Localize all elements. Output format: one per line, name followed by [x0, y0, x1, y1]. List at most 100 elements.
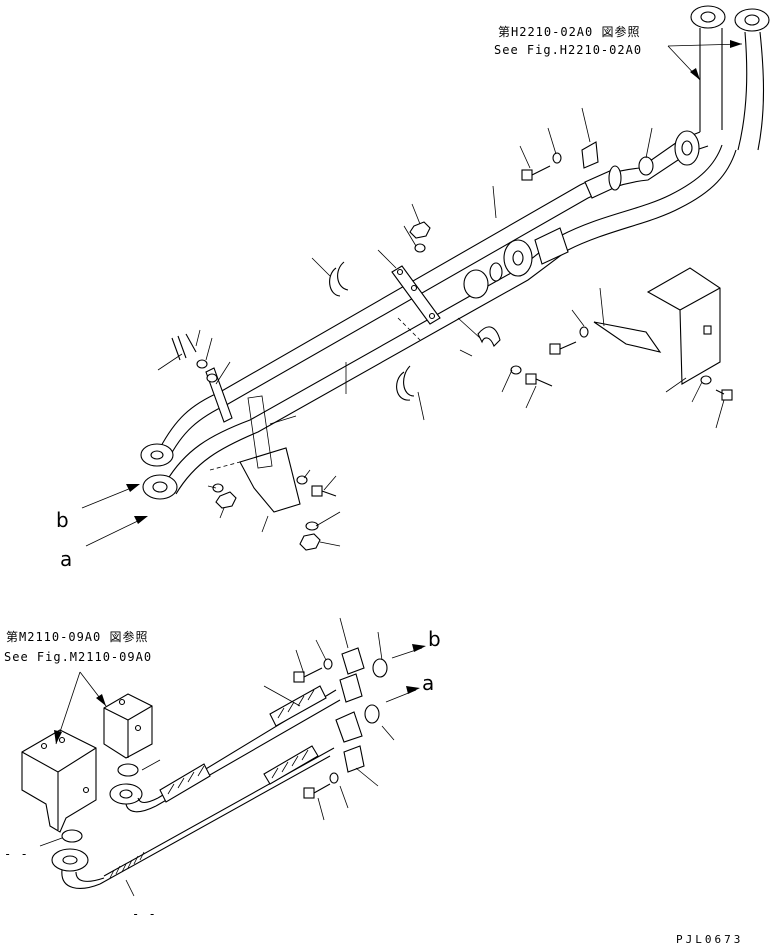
flange-mid-bore — [512, 250, 524, 266]
dash-mark-left: - - — [4, 847, 29, 861]
bolt-top — [521, 165, 551, 181]
joint-flange-upper-bore — [681, 140, 693, 156]
hidden-line-1 — [209, 461, 241, 471]
bolt-lower — [525, 373, 553, 387]
valve-port-3 — [82, 786, 90, 794]
arrow-b-bottom-head — [412, 644, 426, 652]
ref-bottom-en: See Fig.M2110-09A0 — [4, 650, 152, 664]
ref-arrow-head-1 — [690, 68, 700, 80]
nut-bracket-lower — [299, 533, 321, 551]
valve-block-large — [21, 729, 97, 833]
bracket-support-strip — [247, 395, 273, 469]
valve-port-5 — [134, 724, 142, 732]
o-ring-b — [372, 658, 388, 678]
ref-arrow-head-3 — [54, 730, 62, 744]
housing-box-edge — [679, 287, 721, 311]
riser-right — [737, 31, 748, 151]
valve-port-1 — [40, 742, 48, 750]
arrow-a-head — [134, 516, 148, 524]
leader-lines-bottom — [39, 617, 426, 897]
clamp-half-lower — [477, 326, 501, 347]
washer-bracket — [296, 475, 308, 485]
bolt-mount — [549, 341, 577, 355]
split-flange-b — [339, 673, 363, 703]
hose-upper-sleeve-braid — [167, 765, 205, 795]
washer-top — [552, 152, 562, 164]
washer-bracket-lower — [305, 521, 319, 531]
top-flange-left-bore — [700, 11, 716, 23]
clamp-hole-1 — [396, 268, 404, 276]
ref-top-jp: 第H2210-02A0 図参照 — [498, 24, 640, 39]
valve-port-4 — [118, 698, 126, 706]
washer-mid — [414, 243, 426, 253]
bolt-bracket — [311, 485, 337, 497]
long-tube-outer — [159, 131, 701, 449]
valve-port-2 — [58, 736, 66, 744]
split-flange-half-top — [581, 141, 599, 169]
housing-box-plug — [703, 325, 712, 335]
o-ring-a — [364, 704, 380, 724]
label-a-top: a — [60, 547, 72, 571]
hidden-line-2 — [397, 317, 421, 341]
coupling-upper-ring — [608, 165, 622, 191]
hose-lower-sleeve-braid — [271, 749, 309, 779]
o-ring-valve-large — [61, 829, 83, 843]
hose-flange-upper-bore — [119, 789, 133, 799]
valve-block-small-edge — [103, 705, 153, 758]
hose-lower-elbow — [61, 869, 105, 889]
label-b-top: b — [56, 508, 69, 532]
washer-lower-hose — [329, 772, 339, 784]
washer-mount — [579, 326, 589, 338]
lower-hose-assembly — [21, 617, 426, 897]
long-tube-outer-edge — [167, 145, 709, 461]
arrow-b-head — [126, 484, 140, 492]
arrow-a-bottom-head — [406, 686, 420, 694]
u-bolt-upper — [329, 261, 349, 297]
clamp-hole-2 — [410, 284, 418, 292]
washer-housing — [700, 375, 712, 385]
washer-lower — [510, 365, 522, 375]
ref-bottom-jp: 第M2110-09A0 図参照 — [6, 629, 148, 644]
u-bolt-lower — [396, 365, 415, 401]
leader-lines-top — [81, 40, 743, 547]
washer-left — [196, 359, 208, 369]
flange-lower — [463, 269, 489, 299]
bolt-housing — [715, 389, 733, 401]
bolt-b — [293, 667, 323, 683]
hose-flange-lower-bore — [62, 855, 78, 865]
top-flange-right-bore — [744, 14, 760, 26]
bolt-left-stud-2 — [185, 333, 197, 353]
mount-bracket-right — [593, 321, 662, 353]
bracket-plate-lower — [239, 447, 301, 513]
clamp-bracket-mid — [391, 265, 441, 325]
ref-top-en: See Fig.H2210-02A0 — [494, 43, 642, 57]
o-ring-valve-small — [117, 763, 139, 777]
hose-upper-sleeve-2-braid — [277, 689, 315, 719]
ref-arrow-head-2 — [730, 40, 742, 48]
dash-mark-bottom: - - — [132, 907, 157, 921]
o-ring-mid — [489, 262, 503, 282]
hose-lower-braid — [109, 851, 145, 879]
o-ring-top — [638, 156, 654, 176]
split-flange-a — [335, 711, 363, 743]
label-b-bottom: b — [428, 627, 441, 651]
riser-right-edge — [757, 31, 765, 151]
clamp-hole-3 — [428, 312, 436, 320]
coupling-mid — [534, 227, 569, 265]
valve-block-large-edge — [21, 747, 97, 830]
hose-upper-elbow — [125, 797, 159, 813]
washer-left-2 — [206, 373, 218, 383]
hose-upper-sleeve — [159, 763, 211, 803]
washer-b — [323, 658, 333, 670]
washer-bracket-left — [212, 483, 224, 493]
ref-arrow-head-4 — [96, 694, 106, 706]
label-a-bottom: a — [422, 671, 434, 695]
nut-mid — [409, 221, 431, 239]
end-flange-a-bore — [152, 481, 168, 493]
nut-bracket-left — [215, 491, 237, 509]
long-tube-inner — [165, 144, 723, 483]
drawing-code: PJL0673 — [676, 933, 743, 946]
split-flange-lower — [343, 745, 365, 773]
upper-pipe-assembly — [81, 5, 770, 551]
